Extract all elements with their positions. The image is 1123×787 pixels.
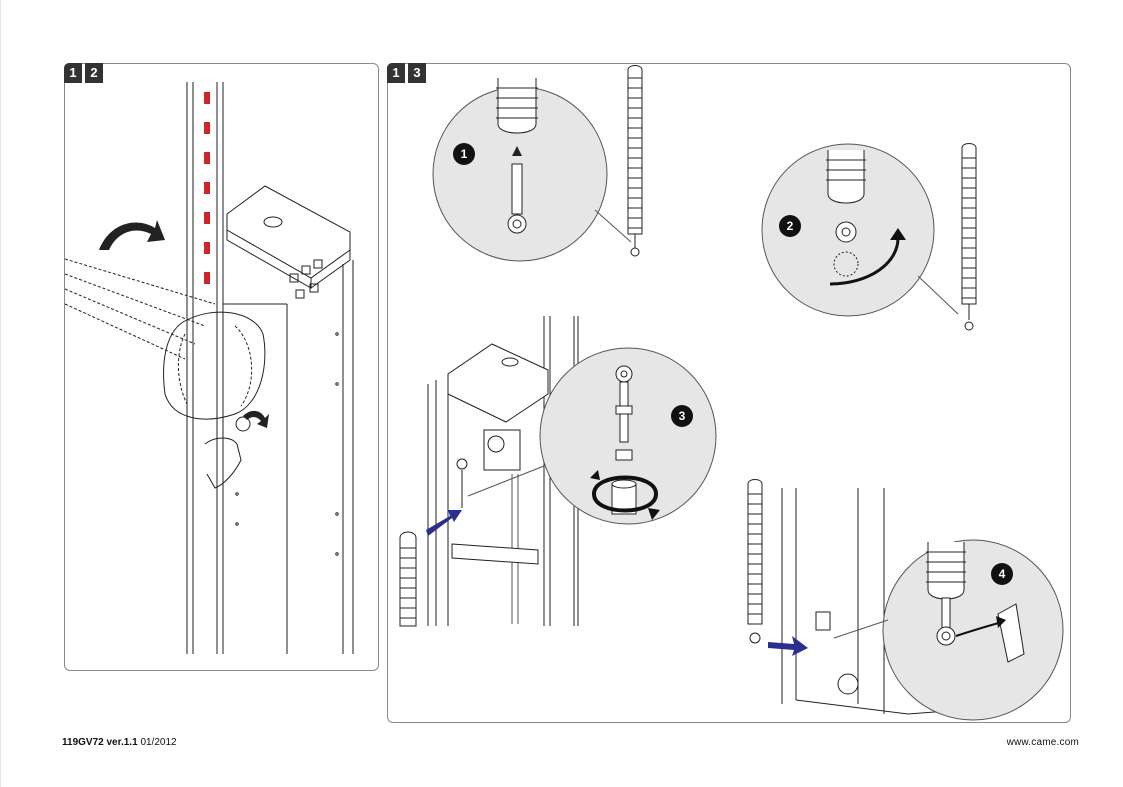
figure-12-number: 1 2 (64, 63, 103, 83)
figure-12-illustration (64, 82, 354, 654)
figure-13-digit-1: 1 (387, 63, 405, 83)
figure-12-panel: 1 2 (64, 63, 379, 671)
spring-1 (627, 65, 643, 257)
detail-step-4 (833, 539, 1064, 721)
document-date: 01/2012 (140, 737, 177, 748)
step-2-number: 2 (787, 219, 794, 233)
spring-3 (399, 531, 417, 627)
figure-13-illustration: 1 2 (399, 65, 1064, 721)
detail-step-2 (761, 143, 959, 317)
figure-13-digit-3: 3 (408, 63, 426, 83)
document-reference: 119GV72 ver.1.1 01/2012 (62, 737, 177, 748)
figure-13-number: 1 3 (387, 63, 426, 83)
figure-13-panel: 1 3 1 (387, 63, 1071, 723)
page-edge-rule (0, 0, 1, 787)
detail-step-3 (467, 347, 717, 525)
figure-12-digit-2: 2 (85, 63, 103, 83)
document-version: ver.1.1 (106, 737, 138, 748)
blue-arrow-step-4 (768, 636, 808, 656)
step-4-number: 4 (999, 567, 1006, 581)
step-3-number: 3 (679, 409, 686, 423)
document-code: 119GV72 (62, 737, 104, 748)
barrier-cabinet-lower (747, 479, 989, 715)
spring-2 (961, 143, 977, 331)
detail-step-1 (432, 78, 632, 262)
step-1-number: 1 (461, 147, 468, 161)
website-link[interactable]: www.came.com (1006, 737, 1079, 748)
figure-12-digit-1: 1 (64, 63, 82, 83)
blue-arrow-step-3 (426, 510, 462, 536)
